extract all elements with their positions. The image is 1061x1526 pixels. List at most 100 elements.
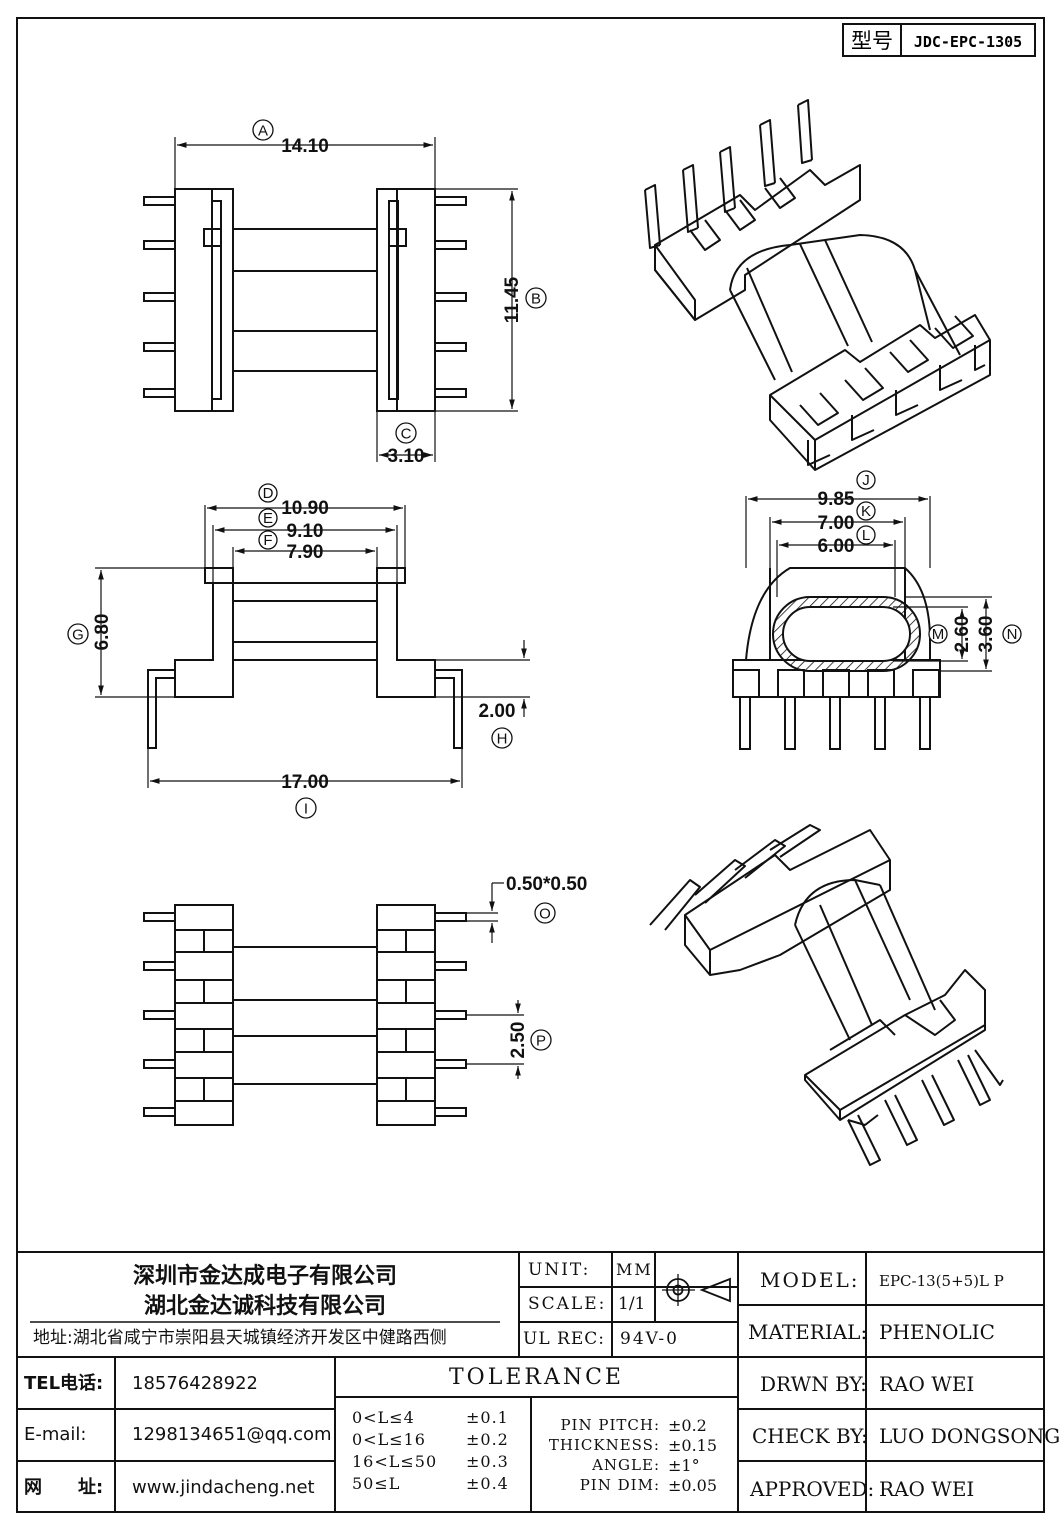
thickness-value: ±0.15 [668,1436,718,1455]
drwn-value: RAO WEI [879,1372,975,1396]
svg-text:A: A [258,123,268,140]
dim-C: C 3.10 [388,422,425,467]
tol-value-2: ±0.2 [466,1430,509,1449]
bottom-view [143,882,524,1126]
drawing-number-value: JDC-EPC-1305 [914,33,1022,51]
scale-label: SCALE: [528,1294,607,1314]
pin-dim-label: PIN DIM: [579,1476,660,1494]
svg-text:O: O [539,906,551,923]
drawing-number-box: 型号 JDC-EPC-1305 [842,23,1036,57]
dim-L: L 6.00 [818,525,876,557]
pin-pitch-value: ±0.2 [668,1416,707,1435]
ulrec-label: UL REC: [523,1329,605,1349]
web-label-2: 址: [78,1477,104,1498]
dim-J-value: 9.85 [818,489,855,510]
dim-N-value: 3.60 [976,616,997,653]
dim-A: A 14.10 [252,119,329,157]
dim-A-value: 14.10 [281,136,329,157]
dim-C-value: 3.10 [388,446,425,467]
dim-D: D 10.90 [258,483,329,519]
scale-value: 1/1 [618,1294,646,1314]
drwn-label: DRWN BY: [760,1372,867,1396]
svg-text:M: M [932,626,945,643]
pin-pitch-label: PIN PITCH: [560,1416,660,1434]
isometric-view-bottom [649,824,1004,1166]
approved-value: RAO WEI [879,1477,975,1501]
tol-range-1: 0<L≤4 [352,1408,415,1427]
svg-text:D: D [263,485,274,502]
check-label: CHECK BY: [752,1424,868,1448]
dim-N: 3.60 N [976,616,1022,653]
dim-I-value: 17.00 [281,772,329,793]
unit-value: MM [616,1260,653,1279]
material-value: PHENOLIC [879,1320,995,1344]
thickness-label: THICKNESS: [548,1436,660,1454]
approved-label: APPROVED: [750,1477,875,1501]
svg-text:C: C [401,426,412,443]
dim-D-value: 10.90 [281,498,329,519]
front-view [95,505,530,788]
dim-B-value: 11.45 [502,276,523,323]
svg-text:P: P [536,1033,546,1050]
dim-L-value: 6.00 [818,536,855,557]
drawing-number-label: 型号 [851,29,893,53]
email-value[interactable]: 1298134651@qq.com [132,1424,332,1445]
svg-text:N: N [1007,626,1018,643]
model-value: EPC-13(5+5)L P [879,1272,1004,1290]
svg-text:E: E [263,510,273,527]
dim-J: J 9.85 [818,470,876,510]
check-value: LUO DONGSONG [879,1424,1061,1448]
company-address: 地址:湖北省咸宁市崇阳县天城镇经济开发区中健路西侧 [33,1328,447,1348]
dim-F-value: 7.90 [287,542,324,563]
dim-G-value: 6.80 [92,614,113,651]
svg-text:I: I [304,801,308,818]
dim-K: K 7.00 [818,501,876,534]
tol-value-1: ±0.1 [466,1408,509,1427]
svg-text:G: G [72,627,84,644]
angle-label: ANGLE: [592,1456,660,1474]
svg-text:H: H [497,731,508,748]
dim-P: 2.50 P [508,1022,552,1059]
dim-M: M 2.60 [928,616,973,653]
model-label: MODEL: [760,1268,860,1292]
web-label-1: 网 [24,1477,42,1498]
dim-F: F 7.90 [258,530,324,563]
tol-value-4: ±0.4 [466,1474,509,1493]
svg-text:J: J [862,472,870,489]
tolerance-title: TOLERANCE [449,1365,624,1390]
dim-K-value: 7.00 [818,513,855,534]
title-block [17,1251,1044,1512]
tol-range-2: 0<L≤16 [352,1430,426,1449]
dim-B: 11.45 B [502,276,547,323]
isometric-view-top [644,99,991,471]
svg-text:F: F [263,532,272,549]
dim-M-value: 2.60 [952,616,973,653]
svg-text:B: B [531,291,541,308]
dim-P-value: 2.50 [508,1022,529,1059]
svg-text:L: L [862,527,870,544]
tol-range-4: 50≤L [352,1474,401,1493]
dim-O: 0.50*0.50 O [506,874,587,924]
unit-label: UNIT: [528,1260,591,1280]
svg-text:K: K [861,503,871,520]
dim-O-value: 0.50*0.50 [506,874,587,895]
email-label: E-mail: [24,1424,87,1445]
dim-G: G 6.80 [67,614,113,651]
web-value[interactable]: www.jindacheng.net [132,1477,315,1498]
dim-H: 2.00 H [479,701,516,749]
tel-label: TEL电话: [24,1373,104,1394]
dim-E-value: 9.10 [287,521,324,542]
angle-value: ±1° [668,1456,700,1475]
tel-value: 18576428922 [132,1373,258,1394]
company-name-1: 深圳市金达成电子有限公司 [132,1264,397,1289]
tol-range-3: 16<L≤50 [352,1452,438,1471]
top-view [143,137,518,462]
dim-E: E 9.10 [258,508,324,542]
company-name-2: 湖北金达诚科技有限公司 [143,1294,386,1319]
tol-value-3: ±0.3 [466,1452,509,1471]
dim-H-value: 2.00 [479,701,516,722]
pin-dim-value: ±0.05 [668,1476,718,1495]
ulrec-value: 94V-0 [620,1329,679,1349]
